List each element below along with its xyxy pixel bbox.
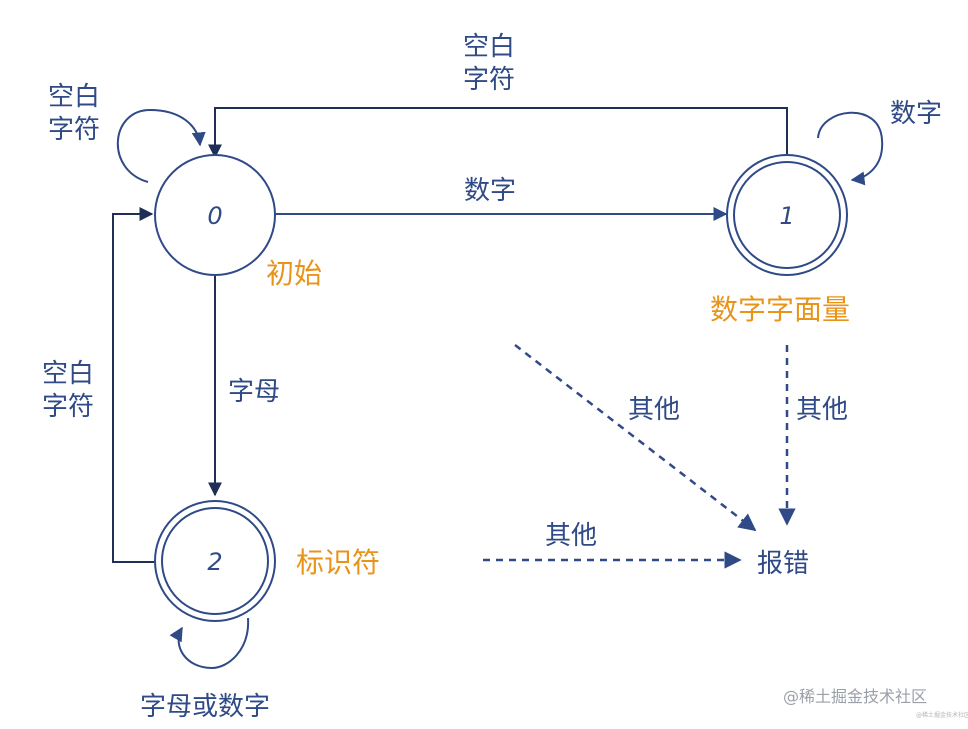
label-s1-self: 数字 bbox=[890, 99, 942, 129]
watermark-small: @稀土掘金技术社区 bbox=[916, 711, 968, 719]
label-other-diagonal: 其他 bbox=[628, 395, 680, 425]
label-s0-self-line2: 字符 bbox=[48, 115, 100, 145]
state-0-circle bbox=[154, 154, 276, 276]
watermark: @稀土掘金技术社区 bbox=[783, 687, 927, 706]
edge-s0-self-loop bbox=[116, 108, 206, 183]
state-2-label: 标识符 bbox=[296, 546, 380, 579]
label-s0-to-s1: 数字 bbox=[464, 176, 516, 206]
label-s2-self: 字母或数字 bbox=[140, 692, 270, 722]
label-s1-to-error: 其他 bbox=[796, 395, 848, 425]
state-1-label: 数字字面量 bbox=[710, 293, 850, 326]
label-s2-to-s0-line2: 字符 bbox=[42, 392, 94, 422]
error-state-label: 报错 bbox=[757, 549, 809, 579]
label-s1-to-s0-line2: 字符 bbox=[463, 65, 515, 95]
state-1: 1 bbox=[726, 154, 848, 276]
edge-other-diagonal bbox=[514, 344, 757, 532]
state-2-inner-ring bbox=[161, 507, 269, 615]
state-1-number: 1 bbox=[779, 202, 794, 230]
edge-s1-self-loop bbox=[817, 111, 884, 186]
label-s1-to-s0-line1: 空白 bbox=[463, 32, 515, 62]
state-1-inner-ring bbox=[733, 161, 841, 269]
edge-s2-to-s0 bbox=[112, 207, 154, 563]
state-0: 0 bbox=[154, 154, 276, 276]
label-s2-to-error: 其他 bbox=[545, 521, 597, 551]
state-0-number: 0 bbox=[207, 202, 222, 230]
state-2: 2 bbox=[154, 500, 276, 622]
edge-s2-self-loop bbox=[169, 617, 250, 670]
label-s2-to-s0-line1: 空白 bbox=[42, 359, 94, 389]
state-2-number: 2 bbox=[207, 548, 222, 576]
state-2-outer-circle bbox=[154, 500, 276, 622]
state-0-label: 初始 bbox=[266, 257, 322, 290]
edge-s1-to-s0 bbox=[208, 107, 788, 159]
label-s0-self-line1: 空白 bbox=[48, 82, 100, 112]
state-1-outer-circle bbox=[726, 154, 848, 276]
label-s0-to-s2: 字母 bbox=[228, 377, 280, 407]
